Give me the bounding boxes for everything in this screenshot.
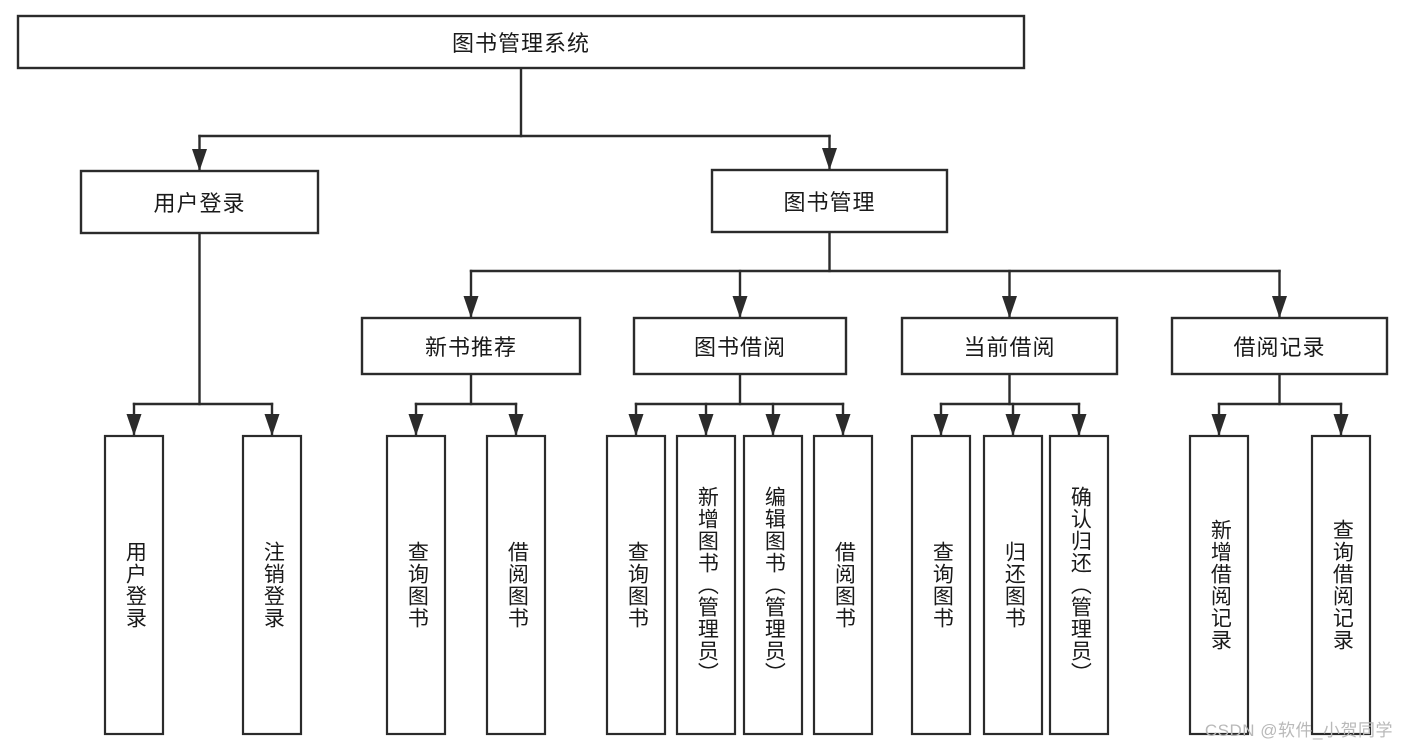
arrow-head-user_login-0 [126, 414, 142, 436]
arrow-head-current_borrow-2 [1071, 414, 1087, 436]
arrow-head-root-1 [822, 148, 837, 170]
arrow-head-book_borrow-1 [698, 414, 714, 436]
node-box-current_borrow[interactable] [900, 316, 1119, 376]
arrow-head-book_borrow-0 [628, 414, 644, 436]
node-box-leaf_query_record[interactable] [1310, 434, 1372, 736]
node-box-leaf_user_logout[interactable] [241, 434, 303, 736]
node-box-new_book_rec[interactable] [360, 316, 582, 376]
node-box-leaf_query_book_2[interactable] [605, 434, 667, 736]
arrow-head-book_borrow-3 [835, 414, 851, 436]
node-box-book_borrow[interactable] [632, 316, 848, 376]
node-box-leaf_query_book_1[interactable] [385, 434, 447, 736]
arrow-head-book_manage-0 [463, 296, 479, 318]
node-box-leaf_borrow_book_2[interactable] [812, 434, 874, 736]
node-box-leaf_confirm_return[interactable] [1048, 434, 1110, 736]
csdn-watermark: CSDN @软件_小贺同学 [1204, 721, 1393, 740]
arrow-head-book_manage-2 [1002, 296, 1017, 318]
node-box-leaf_borrow_book_1[interactable] [485, 434, 547, 736]
node-box-leaf_edit_book[interactable] [742, 434, 804, 736]
arrow-head-current_borrow-0 [933, 414, 949, 436]
arrow-head-borrow_record-1 [1333, 414, 1349, 436]
node-box-book_manage[interactable] [710, 168, 949, 234]
arrow-head-borrow_record-0 [1211, 414, 1227, 436]
node-box-leaf_user_login[interactable] [103, 434, 165, 736]
node-box-root[interactable] [16, 14, 1026, 70]
node-box-leaf_return_book[interactable] [982, 434, 1044, 736]
arrow-head-book_manage-3 [1272, 296, 1287, 318]
node-box-leaf_add_record[interactable] [1188, 434, 1250, 736]
arrow-head-user_login-1 [264, 414, 280, 436]
arrow-head-new_book_rec-1 [508, 414, 524, 436]
arrow-head-current_borrow-1 [1005, 414, 1021, 436]
node-box-user_login[interactable] [79, 169, 320, 235]
node-box-leaf_query_book_3[interactable] [910, 434, 972, 736]
arrow-head-new_book_rec-0 [408, 414, 424, 436]
arrow-head-root-0 [192, 149, 207, 171]
arrow-head-book_manage-1 [732, 296, 748, 318]
node-box-borrow_record[interactable] [1170, 316, 1389, 376]
arrow-head-book_borrow-2 [765, 414, 781, 436]
node-box-leaf_add_book[interactable] [675, 434, 737, 736]
